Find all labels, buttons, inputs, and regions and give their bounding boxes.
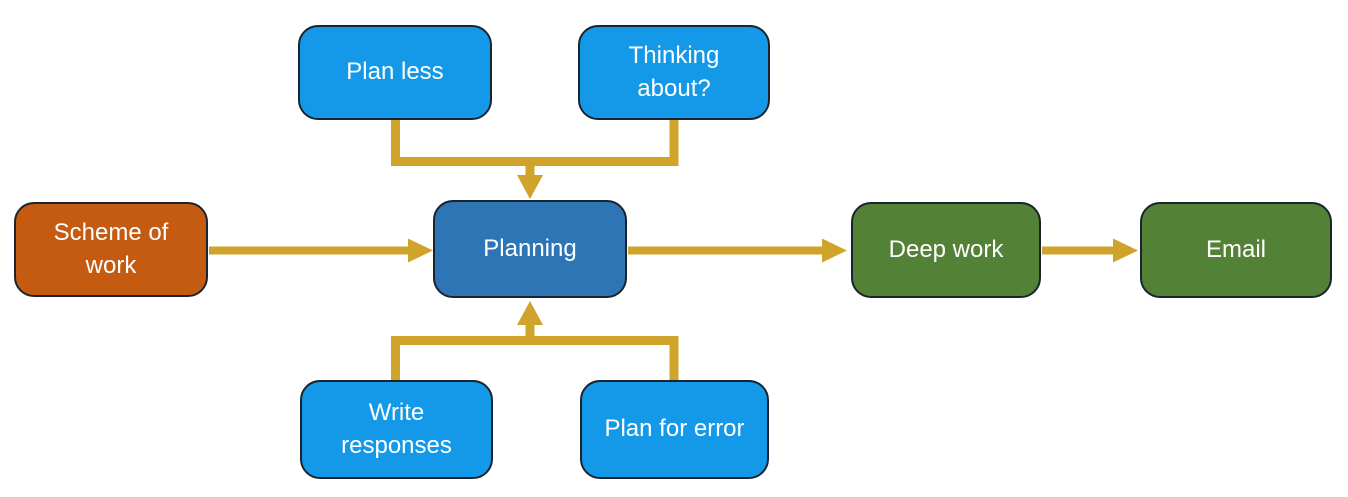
connector-bottom-merge-bracket <box>391 336 679 380</box>
connector-bottom-merge <box>391 301 679 380</box>
node-write-responses: Write responses <box>300 380 493 479</box>
connector-deep-work-to-email <box>1042 238 1138 263</box>
connector-top-merge <box>391 120 679 199</box>
arrowhead-right-icon <box>1113 238 1138 263</box>
node-deep-work: Deep work <box>851 202 1041 298</box>
node-label: Scheme of work <box>53 219 169 279</box>
arrowhead-right-icon <box>822 238 847 263</box>
node-thinking-about: Thinking about? <box>578 25 770 120</box>
arrowhead-right-icon <box>408 238 433 263</box>
arrowhead-up-icon <box>517 301 543 325</box>
node-label: Thinking about? <box>628 42 720 102</box>
node-planning: Planning <box>433 200 627 298</box>
node-label: Email <box>1205 235 1266 263</box>
node-label: Plan for error <box>604 415 745 443</box>
connector-planning-to-deep-work <box>628 238 847 263</box>
connector-scheme-to-planning <box>209 238 433 263</box>
node-label: Plan less <box>346 58 444 86</box>
arrowhead-down-icon <box>517 175 543 199</box>
node-email: Email <box>1140 202 1332 298</box>
node-label: Deep work <box>888 235 1004 263</box>
node-label: Write responses <box>341 399 452 459</box>
node-plan-for-error: Plan for error <box>580 380 769 479</box>
connector-top-merge-bracket <box>391 120 679 166</box>
node-plan-less: Plan less <box>298 25 492 120</box>
node-scheme-of-work: Scheme of work <box>14 202 208 297</box>
node-label: Planning <box>483 234 577 262</box>
